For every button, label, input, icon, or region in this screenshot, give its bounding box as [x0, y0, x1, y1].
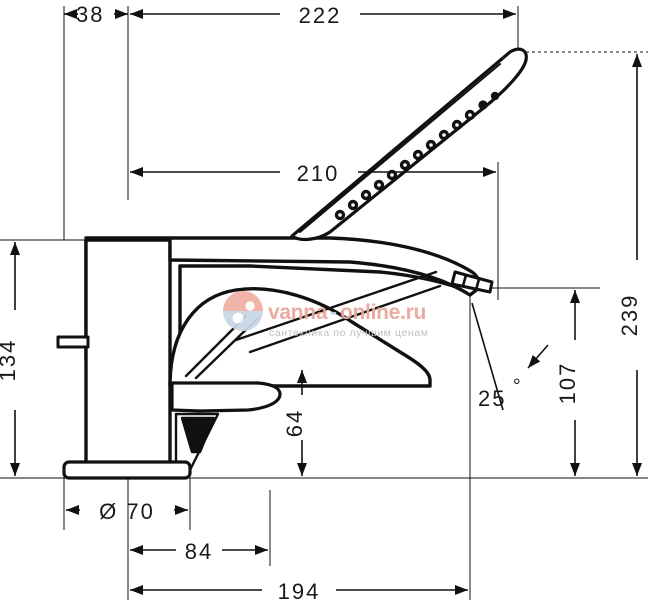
dim-134-label: 134 [0, 339, 20, 382]
dim-38-label: 38 [76, 2, 104, 27]
section-line-3 [234, 270, 438, 342]
diverter-knob [56, 335, 90, 349]
lever-handle-body [170, 381, 282, 413]
dim-239-label: 239 [617, 294, 642, 337]
faucet-column [84, 238, 172, 470]
hand-shower-spray-holes [338, 113, 472, 217]
dim-25-degree-symbol: ° [513, 376, 522, 397]
dim-194-label: 194 [278, 579, 321, 604]
dim-222-label: 222 [299, 3, 342, 28]
dim-210-label: 210 [297, 161, 340, 186]
lever-stem-shade [180, 416, 216, 454]
aerator-body [450, 270, 494, 294]
base-plate [62, 460, 192, 480]
dim-84-label: 84 [185, 539, 213, 564]
aerator-line-2 [474, 278, 481, 291]
angle-leader-line [471, 302, 504, 411]
dim-64-label: 64 [282, 409, 307, 437]
hand-shower-outline [290, 47, 528, 242]
dim-angle-25 [471, 302, 549, 411]
aerator-line-1 [461, 274, 468, 287]
angle-arrow [527, 344, 549, 369]
dim-70-label: Ø 70 [99, 499, 155, 524]
watermark: vanna - online.ru сантехника по лучшим ц… [223, 291, 429, 339]
diverter-knob-body [56, 335, 90, 349]
watermark-title-part1: vanna [268, 301, 328, 324]
section-line-4 [248, 284, 442, 354]
watermark-title-dash: - [330, 301, 337, 324]
hand-shower [290, 47, 528, 242]
watermark-title-part2: online.ru [340, 301, 426, 324]
dim-107-label: 107 [555, 362, 580, 405]
base-plate-rect [62, 460, 192, 480]
hand-shower-inner-edge [299, 63, 501, 233]
watermark-logo-dot [245, 301, 255, 311]
watermark-logo-dot-2 [232, 312, 244, 324]
spout-aerator [450, 270, 494, 294]
column-rect [84, 238, 172, 470]
dim-25-label: 25 [478, 386, 506, 411]
lever-handle [170, 381, 282, 413]
watermark-subtitle: сантехника по лучшим ценам [269, 327, 429, 339]
